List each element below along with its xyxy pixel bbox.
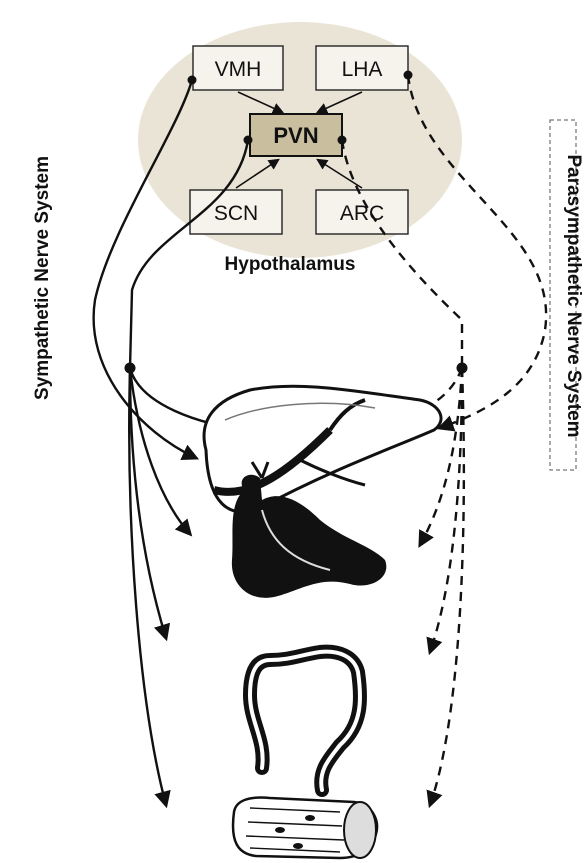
sympathetic-muscle-branch [129, 368, 166, 805]
parasympathetic-muscle-branch [430, 368, 464, 805]
parasympathetic-label: Parasympathetic Nerve System [563, 154, 584, 437]
scn-label: SCN [214, 202, 258, 225]
arc-label: ARC [340, 202, 384, 225]
vmh-node: VMH [193, 46, 283, 90]
pvn-label: PVN [273, 123, 318, 148]
colon-icon [250, 652, 360, 790]
liver-icon [204, 386, 441, 512]
pvn-node: PVN [250, 114, 342, 156]
sympathetic-label: Sympathetic Nerve System [32, 156, 53, 400]
hypothalamus-label: Hypothalamus [225, 254, 356, 275]
vmh-label: VMH [215, 58, 262, 81]
lha-label: LHA [342, 58, 383, 81]
muscle-icon [233, 798, 377, 858]
arc-node: ARC [316, 190, 408, 234]
lha-node: LHA [316, 46, 408, 90]
